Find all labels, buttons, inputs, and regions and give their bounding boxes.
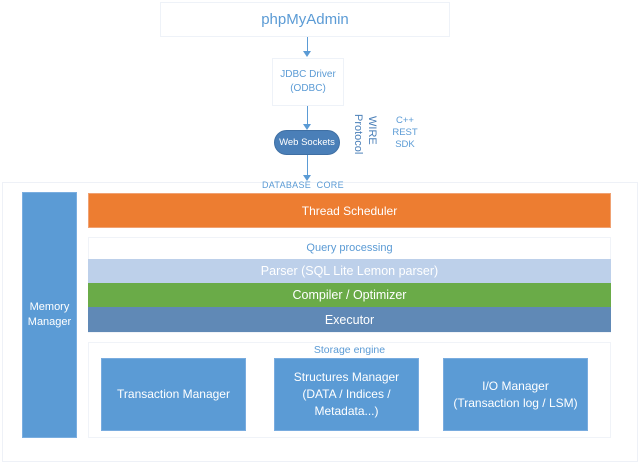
protocol-option-rest: REST: [392, 127, 418, 138]
transaction-manager-label: Transaction Manager: [117, 387, 230, 401]
web-sockets-node: Web Sockets: [274, 130, 340, 155]
executor-block: Executor: [88, 307, 611, 332]
io-manager-block: I/O Manager (Transaction log / LSM): [443, 358, 588, 431]
arrow-head-icon: [303, 175, 311, 181]
storage-engine-label: Storage engine: [313, 344, 386, 356]
protocol-option-sdk: SDK: [395, 139, 415, 150]
arrow-head-icon: [303, 124, 311, 130]
database-core-frame: [2, 182, 638, 462]
parser-label: Parser (SQL Lite Lemon parser): [260, 264, 439, 278]
structures-manager-line1: Structures Manager: [293, 370, 400, 384]
arrow-head-icon: [303, 51, 311, 57]
phpmyadmin-node: phpMyAdmin: [160, 2, 450, 37]
memory-manager-line2: Manager: [27, 316, 72, 328]
compiler-label: Compiler / Optimizer: [292, 288, 407, 302]
io-manager-line2: (Transaction log / LSM): [453, 395, 578, 410]
protocol-option-cpp: C++: [396, 115, 414, 126]
jdbc-label-line2: (ODBC): [290, 83, 326, 94]
web-sockets-label: Web Sockets: [279, 137, 335, 148]
executor-label: Executor: [324, 312, 375, 327]
structures-manager-line2: (DATA / Indices /: [302, 387, 391, 401]
thread-scheduler-label: Thread Scheduler: [301, 203, 398, 218]
connector-client-driver: [307, 37, 308, 52]
transaction-manager-block: Transaction Manager: [101, 358, 246, 431]
io-manager-line1: I/O Manager: [482, 378, 549, 393]
parser-block: Parser (SQL Lite Lemon parser): [88, 259, 611, 283]
structures-manager-block: Structures Manager (DATA / Indices / Met…: [274, 358, 419, 431]
jdbc-driver-node: JDBC Driver (ODBC): [272, 58, 344, 106]
wire-label: WIRE: [366, 116, 378, 145]
connector-websockets-core: [307, 155, 308, 176]
connector-driver-websockets: [307, 106, 308, 124]
query-processing-label: Query processing: [306, 242, 393, 254]
thread-scheduler-block: Thread Scheduler: [88, 193, 611, 228]
memory-manager-line1: Memory: [29, 301, 70, 313]
memory-manager-block: Memory Manager: [22, 192, 77, 438]
jdbc-label-line1: JDBC Driver: [280, 69, 336, 80]
database-core-label: DATABASE CORE: [262, 180, 344, 190]
protocol-options: C++ REST SDK: [390, 115, 420, 151]
protocol-label: Protocol: [352, 114, 364, 155]
phpmyadmin-label: phpMyAdmin: [261, 11, 349, 28]
structures-manager-line3: Metadata...): [314, 404, 379, 418]
storage-engine-frame: [88, 342, 611, 438]
compiler-optimizer-block: Compiler / Optimizer: [88, 283, 611, 307]
